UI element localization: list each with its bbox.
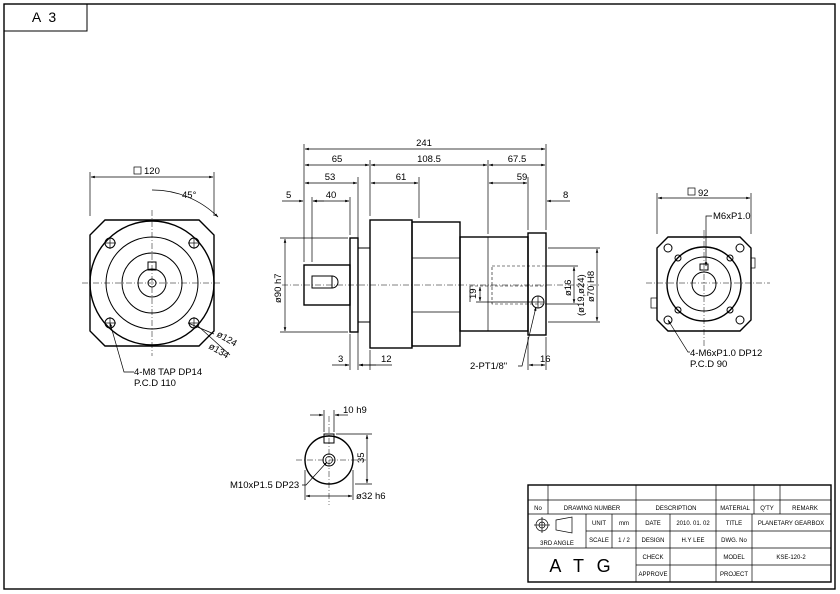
shaft-dia-dim: ø32 h6 — [356, 491, 386, 502]
front-angle-dim: 45° — [182, 190, 197, 201]
side-dim-40: 40 — [326, 190, 337, 201]
side-dim-53: 53 — [325, 172, 336, 183]
side-dim-12: 12 — [381, 354, 392, 365]
sheet-border — [3, 3, 836, 590]
sheet-size-label: A 3 — [32, 9, 58, 25]
tb-title-value: PLANETARY GEARBOX — [758, 521, 824, 527]
shaft-section-circle — [304, 435, 354, 485]
side-input-housing — [459, 236, 529, 332]
side-dim-108: 108.5 — [417, 154, 441, 165]
front-key-slot — [147, 261, 157, 271]
tb-company-logo: A T G — [549, 556, 614, 576]
tb-scale-label: SCALE — [589, 538, 609, 544]
rear-tap-note: 4-M6xP1.0 DP12 — [690, 348, 762, 359]
side-view: 241 65 108.5 67.5 53 61 59 5 40 8 ø90 h7… — [273, 138, 600, 372]
rear-flange-outline — [656, 236, 752, 332]
rear-view: 92 M6xP1.0 4-M6xP1.0 DP12 P.C.D 90 — [646, 187, 770, 370]
side-dia-19-24: (ø19,ø24) — [576, 274, 587, 316]
shaft-detail: 10 h9 35 ø32 h6 M10xP1.5 DP23 — [230, 405, 386, 505]
tb-header-drawing-number: DRAWING NUMBER — [564, 506, 621, 512]
side-motor-flange — [527, 232, 547, 336]
tb-header-description: DESCRIPTION — [655, 506, 696, 512]
tb-model-label: MODEL — [723, 555, 745, 561]
shaft-tap-note: M10xP1.5 DP23 — [230, 480, 299, 491]
side-dim-8: 8 — [563, 190, 568, 201]
rear-pcd-note: P.C.D 90 — [690, 359, 727, 370]
title-block: No DRAWING NUMBER DESCRIPTION MATERIAL Q… — [527, 484, 832, 583]
side-dia-90: ø90 h7 — [273, 273, 284, 303]
projection-symbol-icon — [534, 516, 573, 534]
tb-projection: 3RD ANGLE — [540, 541, 574, 547]
rear-square-dim: 92 — [698, 188, 709, 199]
sheet-size-box — [3, 3, 88, 32]
side-dim-5: 5 — [286, 190, 291, 201]
front-pcd-note: P.C.D 110 — [134, 378, 176, 389]
side-pt-note: 2-PT1/8" — [470, 361, 507, 372]
tb-design-value: H.Y LEE — [682, 538, 705, 544]
side-dim-59: 59 — [517, 172, 528, 183]
tb-header-material: MATERIAL — [720, 506, 750, 512]
side-dia-70: ø70 H8 — [586, 271, 597, 302]
front-flange-circle — [89, 220, 215, 346]
tb-header-remark: REMARK — [792, 506, 818, 512]
tb-header-no: No — [534, 506, 542, 512]
tb-approve-label: APPROVE — [638, 572, 667, 578]
shaft-key — [323, 433, 335, 444]
front-view: 120 45° ø124 ø134 4-M8 TAP DP14 P.C.D 11… — [82, 166, 239, 389]
side-dim-61: 61 — [396, 172, 407, 183]
front-square-dim: 120 — [144, 166, 160, 177]
tb-header-qty: Q'TY — [760, 506, 773, 512]
front-flange-outline — [89, 219, 215, 347]
shaft-key-dim: 10 h9 — [343, 405, 367, 416]
side-dim-3: 3 — [338, 354, 343, 365]
side-output-flange — [369, 219, 413, 349]
side-dim-65: 65 — [332, 154, 343, 165]
side-dim-19: 19 — [468, 288, 479, 299]
front-tap-note: 4-M8 TAP DP14 — [134, 367, 202, 378]
tb-date-label: DATE — [645, 521, 661, 527]
tb-date-value: 2010. 01. 02 — [676, 521, 710, 527]
tb-unit-label: UNIT — [592, 521, 606, 527]
side-dim-16: 16 — [540, 354, 551, 365]
tb-unit-value: mm — [619, 521, 629, 527]
tb-dwg-label: DWG. No — [721, 538, 747, 544]
rear-m6-note: M6xP1.0 — [713, 211, 751, 222]
side-dim-67: 67.5 — [508, 154, 527, 165]
tb-title-label: TITLE — [726, 521, 742, 527]
tb-design-label: DESIGN — [641, 538, 664, 544]
tb-project-label: PROJECT — [720, 572, 748, 578]
tb-model-value: KSE-120-2 — [776, 555, 806, 561]
tb-check-label: CHECK — [642, 555, 663, 561]
side-dia-16: ø16 — [563, 280, 574, 296]
side-dim-overall: 241 — [416, 138, 432, 149]
side-gear-body — [411, 221, 461, 347]
tb-scale-value: 1 / 2 — [618, 538, 630, 544]
shaft-height-dim: 35 — [356, 452, 367, 463]
